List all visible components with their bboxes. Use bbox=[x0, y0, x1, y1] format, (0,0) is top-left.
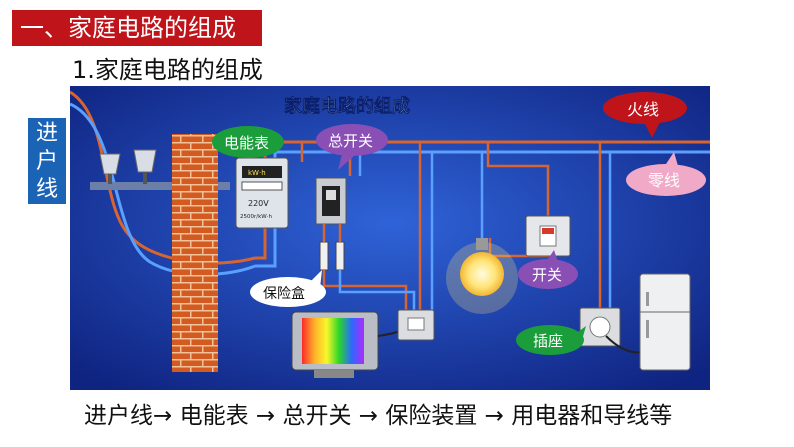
wall-switch bbox=[525, 215, 571, 257]
electric-meter: kW·h 220V 2500r/kW·h bbox=[235, 157, 289, 229]
main-switch-callout: 总开关 bbox=[316, 124, 388, 170]
side-char-2: 户 bbox=[35, 149, 58, 174]
neutral-wire-callout: 零线 bbox=[626, 152, 706, 196]
meter-voltage-text: 220V bbox=[248, 199, 269, 208]
side-char-1: 进 bbox=[35, 121, 58, 146]
socket-callout: 插座 bbox=[516, 325, 586, 355]
fuse-box-callout: 保险盒 bbox=[250, 270, 326, 307]
incoming-neutral-wire-curve bbox=[70, 102, 256, 276]
fuse-box-label: 保险盒 bbox=[263, 285, 305, 302]
neutral-wire-label: 零线 bbox=[648, 171, 680, 190]
socket-label: 插座 bbox=[533, 332, 563, 350]
light-bulb bbox=[446, 238, 518, 314]
brick-wall bbox=[172, 134, 218, 372]
meter-rating-text: 2500r/kW·h bbox=[240, 214, 272, 220]
main-switch-label: 总开关 bbox=[328, 132, 373, 150]
tv-socket bbox=[397, 309, 435, 341]
main-switch bbox=[315, 177, 347, 225]
subsection-title: 1.家庭电路的组成 bbox=[72, 56, 263, 84]
insulator-pole bbox=[90, 149, 230, 190]
switch-callout: 开关 bbox=[518, 250, 578, 289]
live-wire-label: 火线 bbox=[627, 100, 659, 119]
diagram-heading: 家庭电路的组成 bbox=[284, 95, 410, 117]
live-wire-callout: 火线 bbox=[603, 92, 687, 138]
meter-label: 电能表 bbox=[224, 134, 269, 152]
refrigerator bbox=[639, 273, 691, 371]
side-char-3: 线 bbox=[35, 177, 58, 202]
flow-sequence-text: 进户线→ 电能表 → 总开关 → 保险装置 → 用电器和导线等 bbox=[84, 403, 673, 429]
household-circuit-diagram: 家庭电路的组成 kW·h 220V 2500r/kW·h bbox=[70, 86, 710, 390]
fridge-cord bbox=[605, 335, 643, 354]
section-title: 一、家庭电路的组成 bbox=[12, 10, 262, 46]
fridge-socket bbox=[579, 307, 621, 347]
meter-callout: 电能表 bbox=[212, 126, 284, 158]
incoming-line-label: 进 户 线 bbox=[28, 118, 66, 204]
switch-label: 开关 bbox=[532, 266, 562, 284]
meter-unit-text: kW·h bbox=[248, 169, 266, 177]
tv bbox=[291, 311, 379, 378]
